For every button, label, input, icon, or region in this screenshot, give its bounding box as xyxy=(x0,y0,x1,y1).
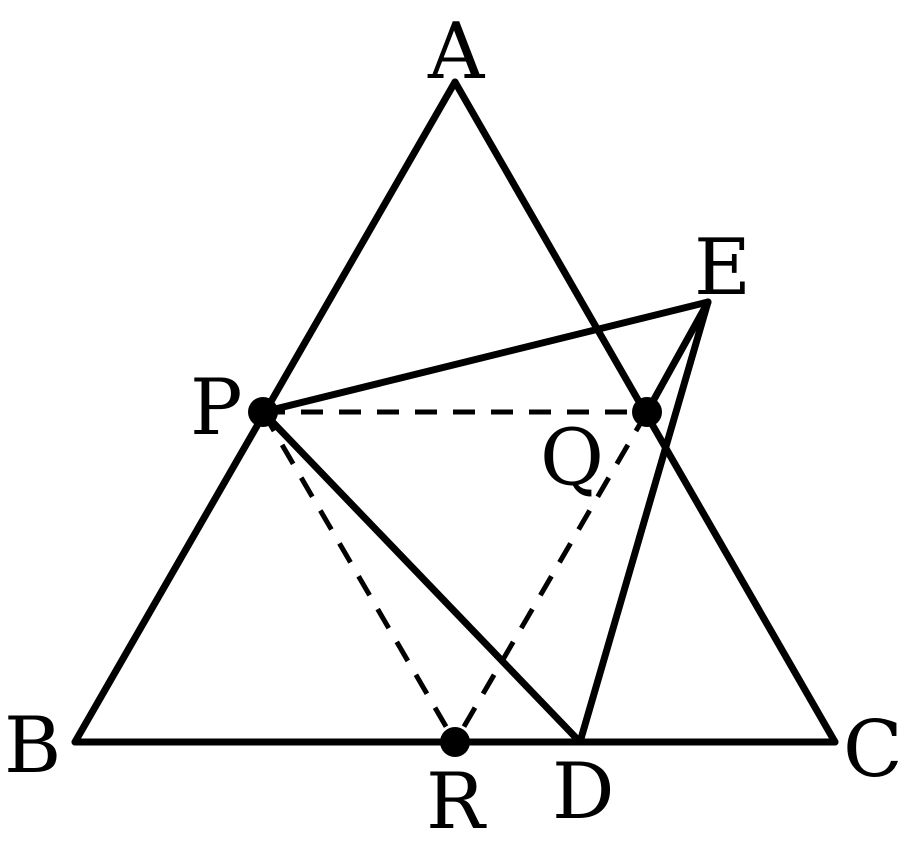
label-d: D xyxy=(552,747,615,837)
label-c: C xyxy=(843,705,903,795)
label-q: Q xyxy=(540,413,604,503)
label-r: R xyxy=(426,757,487,847)
dashed-segment-pr xyxy=(260,410,458,744)
label-b: B xyxy=(4,701,61,791)
segment-pe xyxy=(259,298,712,416)
segment-de xyxy=(576,298,712,746)
segment-qe xyxy=(643,298,712,416)
point-q xyxy=(632,397,662,427)
dashed-segment-qr xyxy=(452,410,650,744)
label-a: A xyxy=(427,7,486,97)
segment-pd xyxy=(259,408,584,746)
point-p xyxy=(248,397,278,427)
point-r xyxy=(440,727,470,757)
label-p: P xyxy=(190,363,242,453)
label-e: E xyxy=(694,223,751,313)
